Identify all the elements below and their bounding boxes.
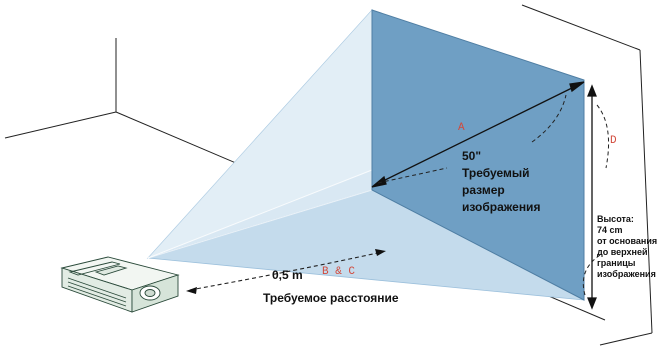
height-label-line3: от основания [597,236,657,246]
diagonal-arrowhead-end [569,81,585,93]
height-dashed-curve [582,254,601,296]
beam-edge-line-2 [147,189,373,259]
height-label-line5: границы [597,258,636,268]
right-wall-bottom-line [599,332,653,346]
arc-diagonal-lower [377,167,448,184]
height-label-line2: 74 cm [597,225,623,235]
label-bc: B & C [322,266,355,278]
projection-beam [146,8,585,301]
projector-top-panel [68,261,121,276]
dashed-arcs [377,94,610,184]
label-a: A [458,122,465,134]
projector-control-panel [94,265,128,276]
screen-size-label: 50" [462,149,481,163]
height-label-line6: изображения [597,269,656,279]
height-arrowhead-top [587,84,597,97]
projector-lens-inner [144,289,156,297]
arc-diagonal-upper [531,94,567,143]
projector-vent-1 [67,277,127,299]
height-curve [582,254,601,296]
projector [60,256,180,313]
beam-edge-line [147,169,373,259]
height-label-line1: Высота: [597,214,634,224]
height-arrowhead-bottom [587,297,597,310]
label-d: D [610,135,617,147]
image-size-line2: размер [462,183,505,197]
distance-arrowhead-start [186,287,197,294]
arc-d [596,104,610,169]
diagonal-arrowhead-start [371,175,387,188]
right-wall-top-line [521,4,641,51]
height-label-line4: до верхней [597,247,648,257]
image-size-line3: изображения [462,200,540,214]
projector-vent-2 [67,281,127,303]
beam-highlight [148,10,372,258]
diagonal-line [376,83,581,185]
distance-arrowhead-end [375,249,386,256]
height-arrow [587,84,597,310]
image-size-line1: Требуемый [462,166,530,180]
distance-value: 0,5 m [272,268,303,282]
left-floor-line [4,111,117,139]
distance-label: Требуемое расстояние [263,291,399,305]
projector-vent-3 [67,285,127,307]
diagonal-arrow [371,81,585,188]
projection-screen [371,9,585,301]
distance-arrow [186,249,386,294]
right-wall-edge-line [639,49,653,334]
